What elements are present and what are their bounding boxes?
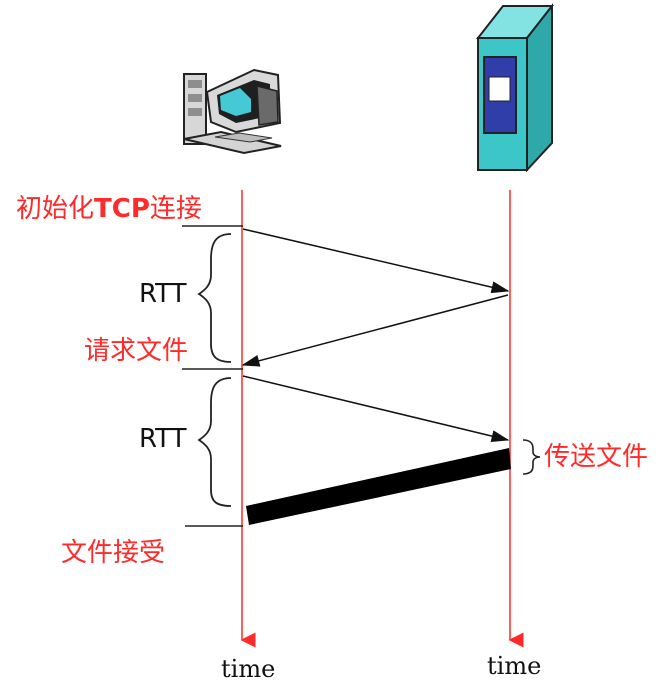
request-arrow — [242, 375, 510, 442]
file-received-label: 文件接受 — [61, 538, 166, 568]
init-tcp-prefix: 初始化 — [16, 194, 95, 224]
time-label-right: time — [487, 652, 542, 680]
request-file-label: 请求文件 — [84, 336, 189, 366]
syn-arrow — [242, 228, 510, 294]
rtt-brace-1 — [197, 233, 232, 363]
transfer-file-label: 传送文件 — [544, 442, 649, 472]
file-transfer-band — [246, 448, 511, 525]
init-tcp-protocol: TCP — [94, 194, 150, 224]
rtt-label-2: RTT — [139, 424, 187, 454]
init-tcp-suffix: 连接 — [149, 194, 202, 224]
synack-arrow — [241, 294, 509, 367]
rtt-brace-2 — [197, 377, 232, 507]
server-tower-icon — [475, 3, 555, 173]
rtt-label-1: RTT — [139, 279, 187, 309]
init-tcp-label: 初始化TCP连接 — [16, 196, 202, 222]
transfer-brace — [522, 439, 541, 475]
time-label-left: time — [221, 655, 276, 683]
desktop-computer-icon — [183, 68, 282, 155]
